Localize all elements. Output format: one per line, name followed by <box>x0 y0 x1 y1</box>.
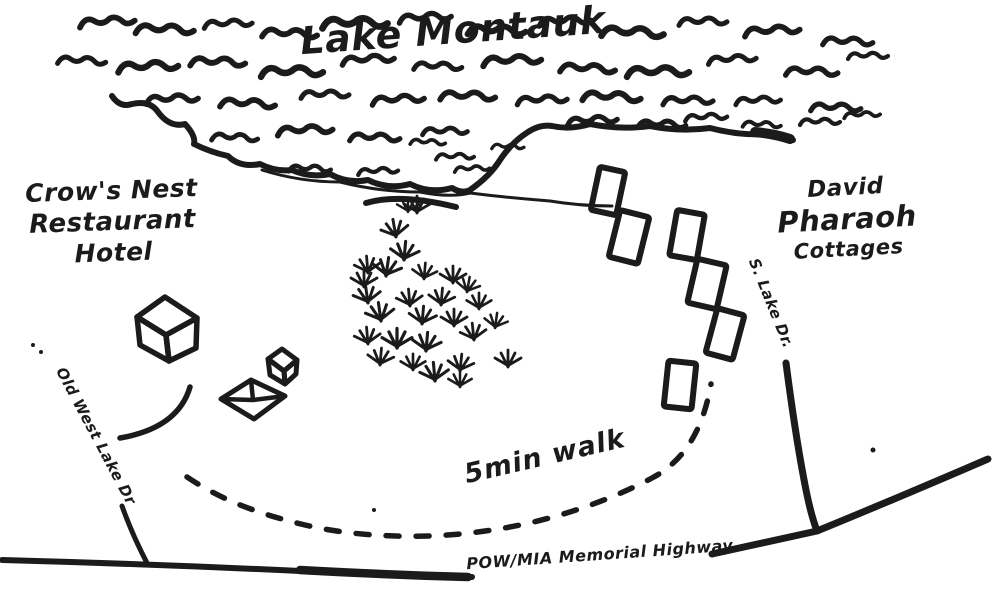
walking-trail-dashed-path <box>184 381 714 539</box>
lake-waves-icon <box>55 10 891 178</box>
grass-tuft-icons <box>349 194 523 389</box>
cottage-building-icons <box>588 164 748 413</box>
stray-ink-dots <box>31 343 876 512</box>
cottages-label: David Pharaoh Cottages <box>760 170 934 268</box>
hotel-building-icons <box>134 294 300 422</box>
shoreline <box>109 93 796 210</box>
roads <box>0 359 992 582</box>
hotel-label: Crow's Nest Restaurant Hotel <box>8 172 216 272</box>
